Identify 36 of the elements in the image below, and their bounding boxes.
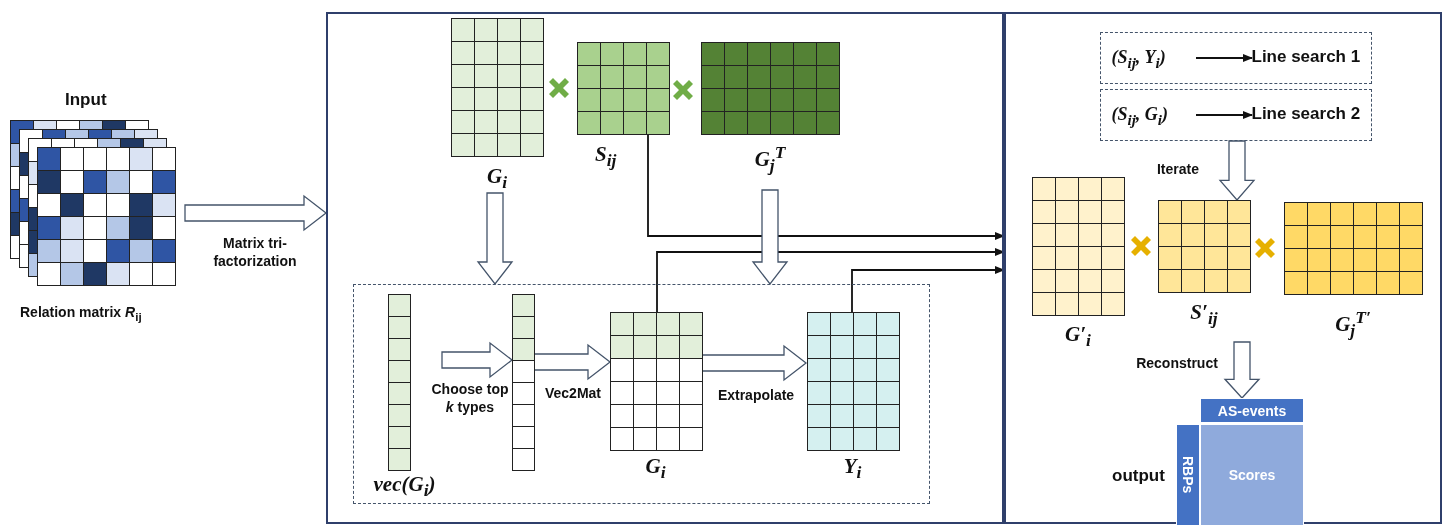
arrow	[1195, 111, 1253, 119]
block-arrow	[533, 343, 612, 381]
heading: Input	[65, 90, 107, 110]
block-arrow	[751, 189, 789, 286]
block-arrow	[441, 341, 514, 379]
block-arrow	[1223, 341, 1261, 399]
step-label: Line search 2	[1251, 103, 1361, 124]
matrix-label: S$_{ij}$	[595, 142, 617, 172]
matrix-label: Relation matrix R$_{ij}$	[20, 304, 142, 323]
dashed-frame	[1100, 89, 1372, 141]
math-expression: (S$_{ij}$, Y$_{i}$)	[1111, 46, 1166, 72]
matrix-label: Y$_{i}$	[842, 453, 863, 483]
arrow	[851, 266, 1005, 313]
dashed-frame	[1100, 32, 1372, 84]
panel-frame	[1004, 12, 1442, 524]
block-arrow	[476, 192, 514, 286]
matrix-label: vec(G$_{i}$)	[372, 471, 437, 501]
matrix-label: S′$_{ij}$	[1189, 300, 1219, 330]
block-arrow	[184, 194, 328, 232]
block-arrow	[701, 344, 808, 382]
header-bar: RBPs	[1176, 424, 1200, 526]
panel-frame	[326, 12, 1004, 524]
arrow	[1195, 54, 1253, 62]
header-bar: AS-events	[1200, 398, 1304, 423]
step-label: Line search 1	[1251, 46, 1361, 67]
math-expression: (S$_{ij}$, G$_{i}$)	[1111, 103, 1169, 129]
matrix-label: G$_{i}$	[644, 453, 667, 483]
edge-label: Choose top k types	[430, 380, 510, 416]
text-label: output	[1112, 466, 1165, 486]
dashed-frame	[353, 284, 930, 504]
matrix-label: G′$_{i}$	[1064, 322, 1092, 352]
block-arrow	[1218, 140, 1256, 201]
matrix-label: G$_{i}$	[485, 164, 508, 194]
arrow	[647, 133, 1005, 240]
score-block: Scores	[1200, 424, 1304, 526]
arrow	[656, 248, 1005, 313]
